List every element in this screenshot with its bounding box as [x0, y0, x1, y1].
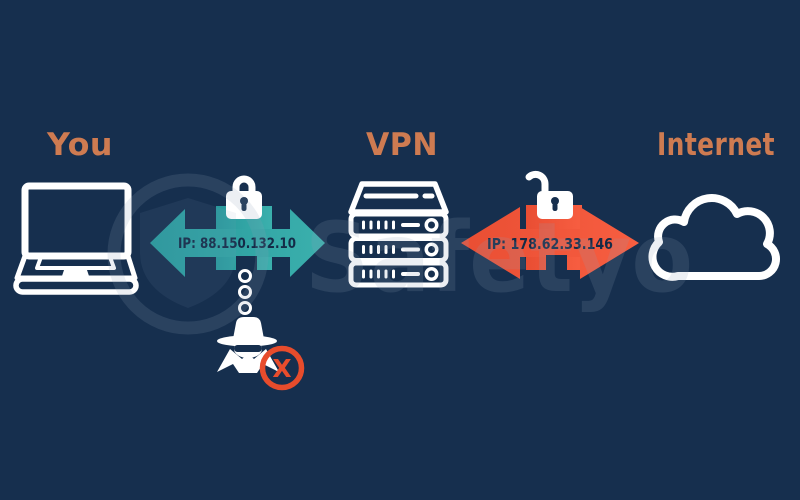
blocked-x-badge: X	[259, 345, 305, 391]
spy-collar	[217, 349, 279, 373]
band-notch	[546, 255, 567, 271]
spy-icon	[217, 317, 279, 373]
server-vents-row1	[362, 218, 439, 232]
lock-shackle	[232, 175, 256, 198]
blocked-x-label: X	[272, 354, 291, 383]
lock-open-shackle	[525, 170, 549, 197]
keyhole	[551, 197, 559, 205]
heading-internet: Internet	[657, 127, 775, 163]
server-vents-row3	[362, 267, 439, 281]
dotted-trace	[238, 269, 252, 315]
double-arrow-shape	[150, 209, 325, 277]
server-unit-details	[362, 218, 439, 281]
server-unit	[348, 260, 449, 288]
heading-vpn: VPN	[366, 127, 438, 163]
public-ip-label: IP: 178.62.33.146	[487, 235, 613, 253]
server-unit	[348, 236, 449, 263]
spy-sunglasses	[234, 345, 262, 352]
heading-you: You	[46, 127, 113, 163]
trace-dot	[238, 269, 252, 283]
trace-dot	[238, 301, 252, 315]
cloud-icon	[648, 194, 780, 281]
trace-dot	[238, 285, 252, 299]
server-top	[348, 181, 449, 215]
tunnel-ip-label: IP: 88.150.132.10	[178, 236, 296, 252]
tunnel-band-notch	[236, 256, 257, 271]
spy-hat-crown	[233, 317, 264, 339]
laptop-keyboard	[35, 255, 116, 270]
laptop-screen	[21, 182, 132, 260]
blocked-circle	[259, 345, 305, 391]
keyhole-stem	[552, 203, 558, 211]
spy-hat-brim	[217, 335, 277, 347]
lock-open-icon	[525, 170, 573, 219]
laptop-icon	[13, 182, 139, 295]
public-connection-arrow: IP: 178.62.33.146	[461, 205, 639, 279]
keyhole-stem	[241, 203, 247, 211]
server-vents-row2	[362, 242, 439, 257]
laptop-trackpad	[62, 270, 89, 276]
double-arrow-shape	[461, 207, 639, 279]
lock-closed-icon	[226, 175, 262, 219]
server-icon	[348, 181, 449, 288]
server-unit	[348, 211, 449, 239]
laptop-base	[13, 276, 139, 295]
cloud-outline	[648, 194, 780, 281]
keyhole	[240, 197, 248, 205]
